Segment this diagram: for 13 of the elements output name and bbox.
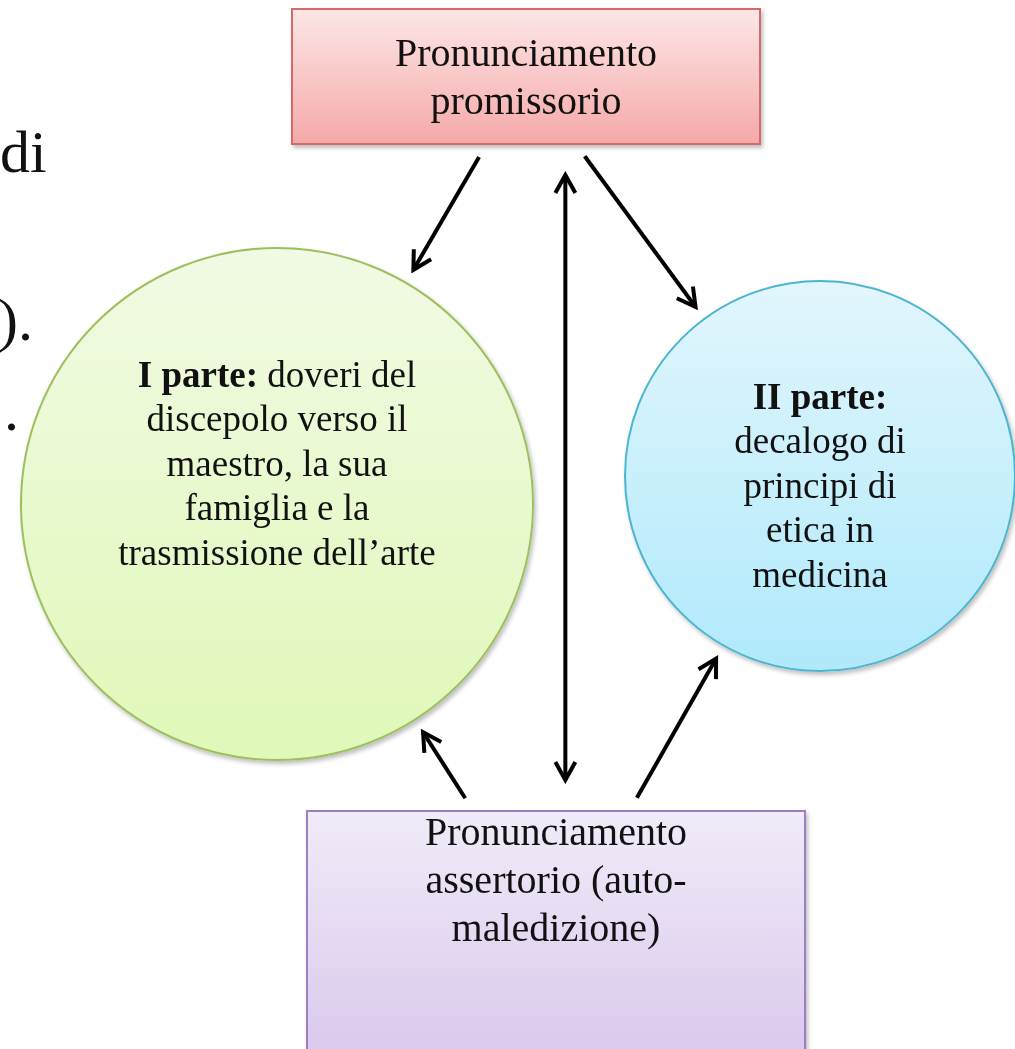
node-text: Pronunciamento assertorio (auto-maledizione) [423, 808, 689, 952]
arrow [411, 156, 481, 272]
text-fragment: di [0, 122, 47, 182]
node-text: II parte: decalogo di principi di etica in medicina [733, 375, 907, 597]
rect-box [291, 8, 761, 145]
node-text: Pronunciamento promissorio [393, 28, 659, 125]
arrow [635, 656, 719, 799]
node-text: I parte: doveri del discepolo verso il maestro, la sua famiglia e la trasmissione dell’arte [117, 353, 437, 575]
arrow [583, 155, 698, 309]
arrow [553, 173, 578, 782]
rect-box [306, 810, 806, 1049]
text-fragment: . [4, 380, 19, 440]
arrow [421, 730, 467, 800]
